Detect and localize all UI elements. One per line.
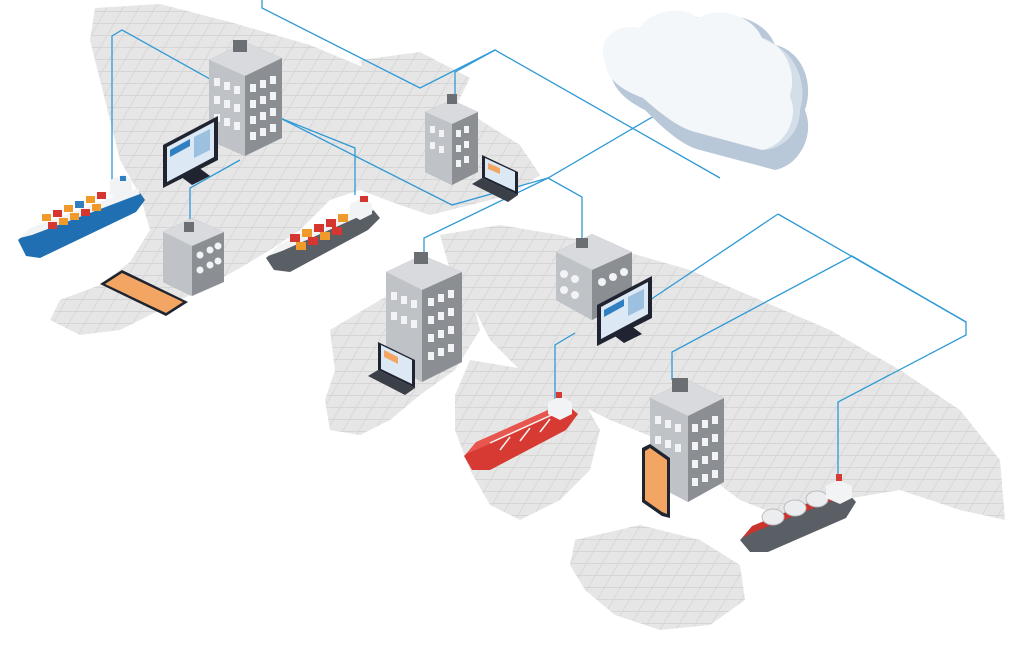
map-australia	[570, 525, 745, 630]
network-link	[778, 214, 966, 322]
smartphone-icon	[642, 444, 670, 518]
office-building-icon	[163, 218, 224, 296]
cloud-icon	[603, 11, 808, 170]
container-ship-icon	[18, 174, 145, 258]
office-building-icon	[209, 40, 282, 156]
world-map	[50, 4, 1005, 630]
